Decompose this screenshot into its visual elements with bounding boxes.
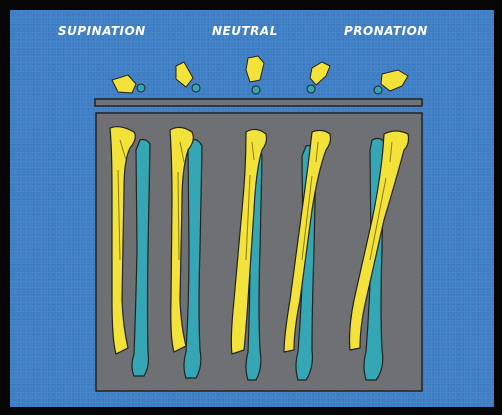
cross-section-supination — [112, 75, 145, 93]
cross-section-neutral — [246, 56, 264, 94]
top-shelf-bar — [95, 99, 422, 106]
cross-section-pronation — [374, 70, 408, 94]
cross-section-between-1 — [176, 62, 200, 92]
cross-section-between-2 — [307, 62, 330, 93]
